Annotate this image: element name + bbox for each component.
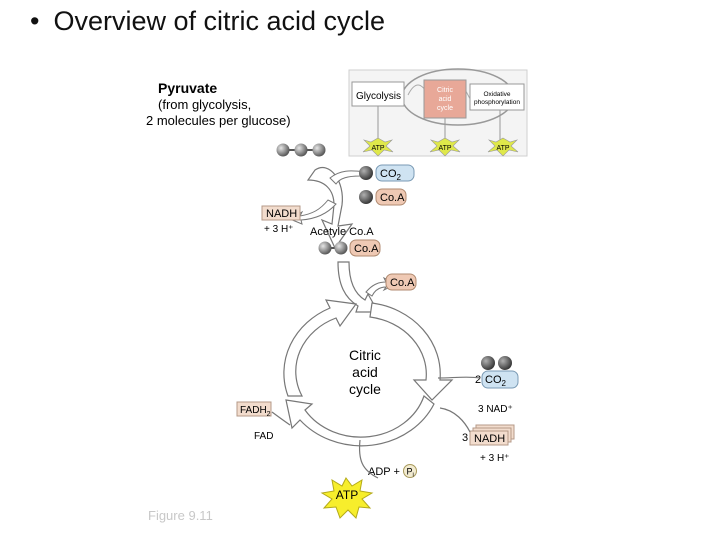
co2-molecule-top	[359, 166, 373, 180]
pi-label: Pi	[407, 467, 414, 479]
slide-title-text: Overview of citric acid cycle	[53, 6, 386, 36]
pyruvate-atom-3	[312, 143, 326, 157]
inset-citric-line2: acid	[439, 96, 452, 103]
acetyl-atom-2	[334, 241, 348, 255]
coa-enter-label: Co.A	[390, 277, 415, 289]
acetyl-coa-label: Acetyle Co.A	[310, 226, 374, 238]
co2-molecule-right-1	[481, 356, 495, 370]
fad-label: FAD	[254, 431, 273, 442]
pyruvate-molecule	[276, 143, 326, 157]
figure-caption: Figure 9.11	[148, 508, 213, 523]
coa-molecule-top	[359, 190, 373, 204]
co2-molecule-right-2	[498, 356, 512, 370]
co2-right-count: 2	[475, 374, 481, 386]
inset-oxphos-line1: Oxidative	[483, 91, 510, 98]
nadh-release-arrow	[288, 199, 337, 225]
co2-right-box	[481, 370, 519, 389]
inset-atp-star-2	[429, 137, 461, 157]
pyruvate-atom-2	[294, 143, 308, 157]
acetyl-molecule	[318, 241, 348, 255]
fadh2-box	[236, 401, 272, 417]
cycle-label-line1: Citric	[349, 347, 381, 363]
citric-acid-cycle-ring	[283, 299, 454, 447]
inset-atp-star-3	[487, 137, 519, 157]
pyruvate-line1: (from glycolysis,	[158, 97, 251, 112]
coa-acetyl-label: Co.A	[354, 243, 379, 255]
coa-acetyl-box	[349, 239, 381, 257]
pyruvate-line2: 2 molecules per glucose)	[146, 113, 291, 128]
coa-label-box	[375, 188, 407, 206]
inset-atp-1: ATP	[371, 145, 384, 152]
cycle-segment-right	[369, 302, 454, 401]
h-plus-left: + 3 H⁺	[264, 224, 293, 235]
overview-inset: Glycolysis Citric acid cycle Oxidative p…	[348, 68, 528, 157]
glycolysis-box	[351, 81, 405, 107]
atp-starburst	[320, 477, 374, 519]
h-plus-right: + 3 H⁺	[480, 453, 509, 464]
fad-branch-line	[271, 411, 291, 426]
inset-atp-2: ATP	[438, 145, 451, 152]
inset-atp-star-1	[362, 137, 394, 157]
cycle-label-line2: acid	[352, 364, 378, 380]
nadh-stack-1	[469, 430, 509, 446]
acetyl-atom-1	[318, 241, 332, 255]
inset-atp-3: ATP	[496, 145, 509, 152]
atp-bottom-label: ATP	[336, 488, 358, 502]
bullet: •	[30, 6, 40, 36]
nadh-right-count: 3	[462, 432, 468, 444]
cycle-segment-bottom	[285, 395, 435, 447]
co2-label: CO2	[380, 168, 402, 182]
nadh-label: NADH	[266, 208, 297, 220]
nadh-branch-line	[439, 407, 471, 433]
inset-glycolysis-label: Glycolysis	[356, 91, 401, 102]
coa-enter-box	[385, 273, 417, 291]
nadh-right-label: NADH	[474, 433, 505, 445]
inset-citric-line3: cycle	[437, 105, 453, 112]
adp-label: ADP +	[368, 466, 400, 478]
inset-oxphos-line2: phosphorylation	[474, 99, 520, 106]
nadh-label-box	[261, 205, 301, 221]
co2-label-box	[375, 164, 415, 182]
fadh2-label: FADH2	[240, 405, 271, 418]
citric-acid-cycle-box	[423, 79, 467, 119]
slide-title: • Overview of citric acid cycle	[30, 6, 385, 37]
inset-citric-line1: Citric	[437, 87, 453, 94]
co2-branch-line	[437, 376, 481, 379]
co2-right-label: CO2	[485, 374, 507, 388]
oxphos-box	[469, 83, 525, 111]
atp-branch-line	[358, 439, 379, 479]
pyruvate-atom-1	[276, 143, 290, 157]
cycle-label-line3: cycle	[349, 381, 381, 397]
nad-label: 3 NAD⁺	[478, 404, 513, 415]
cycle-segment-left	[283, 299, 358, 397]
pi-circle	[403, 464, 417, 478]
pyruvate-heading: Pyruvate	[158, 80, 217, 96]
coa-label: Co.A	[380, 192, 405, 204]
